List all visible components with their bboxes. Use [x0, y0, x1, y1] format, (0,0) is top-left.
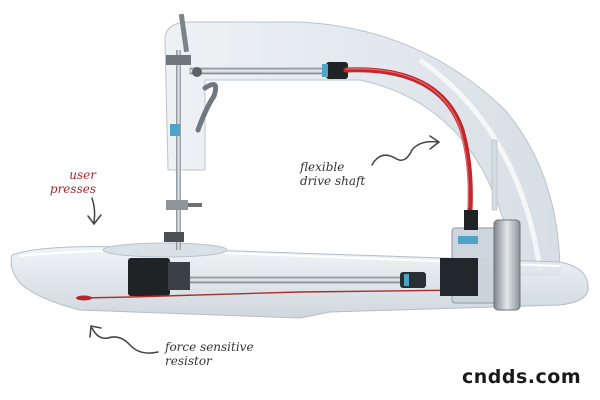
arm-highlight — [418, 57, 543, 271]
pivot-knob — [192, 67, 202, 77]
lower-coupler-blue — [404, 274, 409, 286]
force-sensitive-resistor — [76, 295, 92, 301]
lower-drive-rod — [189, 276, 411, 284]
force-sensitive-resistor-label: force sensitive resistor — [165, 340, 254, 368]
take-up-spring — [195, 81, 219, 133]
drive-shaft-highlight — [345, 68, 469, 209]
needle-bar — [176, 50, 181, 250]
hand-drawn-arrow-right — [371, 135, 441, 166]
needle-bar-guide — [166, 55, 191, 65]
fsr-line1: force sensitive — [165, 340, 254, 354]
blue-collar — [170, 124, 180, 136]
fsr-line2: resistor — [165, 354, 212, 368]
motor-cap — [464, 210, 478, 230]
flexible-drive-shaft-label: flexible drive shaft — [300, 160, 365, 188]
upper-drive-rod — [189, 67, 336, 75]
presser-foot — [164, 232, 184, 242]
gearbox-blue — [458, 236, 478, 244]
lower-motor — [128, 258, 170, 296]
acrylic-arm — [164, 21, 561, 276]
user-presses-line2: presses — [49, 182, 96, 196]
needle-plate — [102, 242, 228, 258]
presser-screw — [188, 203, 202, 207]
rear-post — [491, 139, 498, 211]
fsr-wire — [79, 289, 471, 299]
upper-coupler — [326, 62, 348, 79]
lower-coupler — [400, 272, 426, 288]
user-presses-line1: user — [69, 168, 96, 182]
watermark: cndds.com — [462, 366, 582, 388]
upper-coupler-blue — [322, 64, 328, 77]
gearbox-dark — [440, 258, 478, 296]
flexible-line2: drive shaft — [300, 174, 366, 188]
hand-drawn-arrow-down — [87, 197, 102, 226]
flexible-line1: flexible — [300, 160, 345, 174]
lower-motor-clamp — [168, 262, 190, 290]
top-lever — [178, 13, 190, 53]
flexible-drive-shaft — [343, 67, 473, 213]
main-motor — [493, 219, 521, 311]
presser-foot-block — [166, 200, 188, 210]
user-presses-label: user presses — [48, 168, 96, 196]
hand-drawn-arrow-up-left — [89, 325, 159, 354]
